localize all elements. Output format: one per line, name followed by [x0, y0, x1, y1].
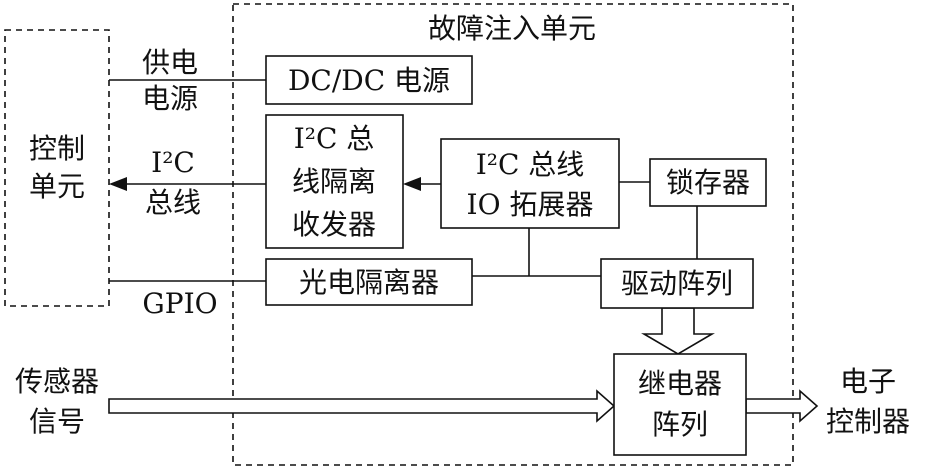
sensor-signal-label-line1: 传感器: [15, 365, 99, 398]
i2c-isolator-label-line3: 收发器: [292, 208, 376, 241]
fault-injection-unit-boundary: [232, 3, 794, 466]
ecu-label-line2: 控制器: [826, 405, 910, 438]
control-unit-box: [4, 29, 110, 307]
power-supply-label-line1: 供电: [142, 46, 198, 79]
i2c-arrow-to-control: [109, 177, 127, 191]
ecu-label-line1: 电子: [840, 365, 896, 398]
relay-array-label-line2: 阵列: [652, 408, 708, 441]
relay-array-label-line1: 继电器: [638, 367, 722, 400]
power-supply-label-line2: 电源: [142, 82, 198, 115]
i2c-expander-block: [440, 138, 620, 229]
control-unit-label-line1: 控制: [29, 132, 85, 165]
sensor-signal-label-line2: 信号: [29, 405, 85, 438]
i2c-arrow-to-isolator: [403, 177, 421, 191]
i2c-bus-label-line2: 总线: [145, 186, 201, 219]
latch-block: [649, 158, 767, 207]
relay-to-ecu-arrow: [745, 389, 819, 423]
dcdc-power-block: [265, 55, 473, 105]
driver-array-label: 驱动阵列: [621, 267, 733, 300]
i2c-expander-label-line2: IO 拓展器: [467, 188, 594, 221]
gpio-label: GPIO: [142, 287, 217, 320]
optocoupler-label: 光电隔离器: [299, 266, 439, 299]
latch-label: 锁存器: [666, 166, 750, 199]
i2c-expander-label-line1: I²C 总线: [476, 148, 585, 181]
i2c-isolator-block: [265, 114, 404, 249]
sensor-to-relay-arrow: [108, 389, 616, 423]
i2c-bus-label-line1: I²C: [151, 146, 195, 179]
driver-array-block: [600, 258, 754, 309]
driver-to-relay-arrow: [641, 307, 715, 355]
control-unit-label-line2: 单元: [29, 170, 85, 203]
i2c-isolator-label-line2: 线隔离: [292, 165, 376, 198]
dcdc-power-label: DC/DC 电源: [288, 64, 450, 97]
fault-injection-unit-title: 故障注入单元: [428, 12, 596, 45]
i2c-isolator-label-line1: I²C 总: [294, 122, 375, 155]
optocoupler-block: [265, 258, 473, 306]
relay-array-block: [613, 353, 747, 456]
